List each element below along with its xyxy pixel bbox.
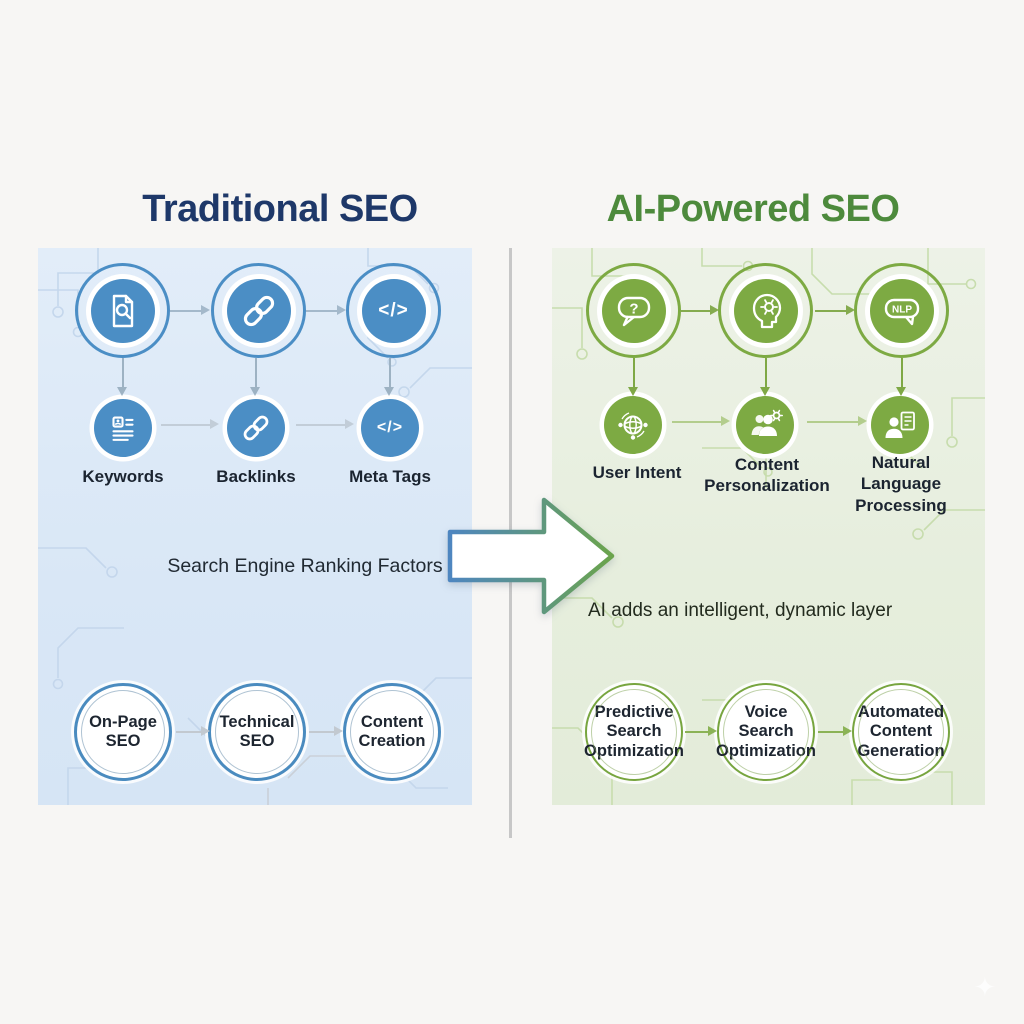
flow-arrow bbox=[170, 304, 210, 316]
code-icon: </> bbox=[376, 419, 404, 436]
node-search-document bbox=[75, 263, 170, 358]
flow-arrow bbox=[759, 358, 771, 396]
flow-arrow bbox=[627, 358, 639, 396]
caption-ranking-factors: Search Engine Ranking Factors bbox=[167, 555, 443, 577]
node-meta-tags: </> bbox=[346, 263, 441, 358]
caption-ai-layer: AI adds an intelligent, dynamic layer bbox=[588, 600, 893, 621]
pillar-automated-content: Automated Content Generation bbox=[852, 683, 950, 781]
person-document-icon bbox=[885, 411, 915, 438]
node-ai-brain bbox=[718, 263, 813, 358]
transformation-arrow bbox=[447, 497, 615, 615]
flow-arrow bbox=[815, 304, 855, 316]
ai-head-gear-icon bbox=[752, 293, 781, 328]
feature-node-user-intent bbox=[604, 396, 662, 454]
node-nlp: NLP bbox=[854, 263, 949, 358]
article-icon bbox=[112, 416, 134, 441]
feature-label-content-personalization: Content Personalization bbox=[704, 455, 830, 496]
feature-node-nlp bbox=[871, 396, 929, 454]
title-traditional-seo: Traditional SEO bbox=[142, 188, 418, 230]
flow-arrow bbox=[383, 358, 395, 396]
flow-arrow bbox=[161, 418, 219, 430]
search-document-icon bbox=[112, 294, 133, 327]
flow-arrow bbox=[306, 304, 346, 316]
pillar-predictive-search: Predictive Search Optimization bbox=[584, 683, 684, 781]
factor-label-meta-tags: Meta Tags bbox=[349, 467, 431, 486]
network-globe-icon bbox=[618, 412, 648, 440]
flow-arrow bbox=[296, 418, 354, 430]
sparkle-icon: ✦ bbox=[974, 972, 996, 1002]
flow-arrow bbox=[681, 304, 719, 316]
flow-arrow bbox=[895, 358, 907, 396]
flow-arrow bbox=[116, 358, 128, 396]
pillar-technical-seo: Technical SEO bbox=[208, 683, 306, 781]
link-icon bbox=[243, 295, 274, 326]
flow-arrow bbox=[672, 415, 730, 427]
svg-text:?: ? bbox=[629, 300, 638, 317]
code-icon: </> bbox=[378, 299, 409, 321]
flow-arrow bbox=[807, 415, 867, 427]
pillar-on-page-seo: On-Page SEO bbox=[74, 683, 172, 781]
flow-arrow bbox=[249, 358, 261, 396]
feature-label-user-intent: User Intent bbox=[592, 463, 682, 482]
node-backlinks bbox=[211, 263, 306, 358]
pillar-voice-search: Voice Search Optimization bbox=[716, 683, 816, 781]
flow-arrow bbox=[685, 725, 717, 737]
flow-arrow bbox=[309, 725, 343, 737]
flow-arrow bbox=[176, 725, 210, 737]
nlp-bubble-icon: NLP bbox=[884, 298, 919, 325]
svg-text:NLP: NLP bbox=[892, 304, 912, 315]
node-user-questions: ? bbox=[586, 263, 681, 358]
feature-node-personalization bbox=[736, 396, 794, 454]
factor-node-meta-tags: </> bbox=[361, 399, 419, 457]
flow-arrow bbox=[818, 725, 852, 737]
factor-node-keywords bbox=[94, 399, 152, 457]
question-bubble-icon: ? bbox=[617, 296, 650, 326]
people-gear-icon bbox=[751, 409, 783, 436]
factor-label-backlinks: Backlinks bbox=[216, 467, 296, 486]
title-ai-powered-seo: AI-Powered SEO bbox=[606, 188, 900, 230]
factor-node-backlinks bbox=[227, 399, 285, 457]
factor-label-keywords: Keywords bbox=[82, 467, 164, 486]
link-icon bbox=[243, 415, 269, 441]
feature-label-natural-language-processing: Natural Language Processing bbox=[855, 453, 947, 515]
pillar-content-creation: Content Creation bbox=[343, 683, 441, 781]
